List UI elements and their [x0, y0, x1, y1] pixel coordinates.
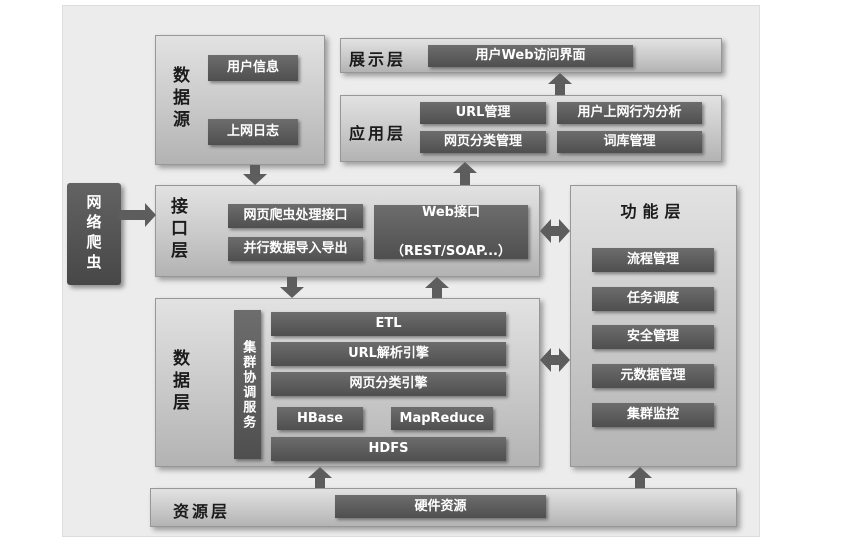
arrow-shaft — [460, 172, 470, 185]
web-api-line1: Web接口 — [421, 204, 480, 220]
user-behavior-analysis-box: 用户上网行为分析 — [557, 102, 702, 124]
page-classification-engine-box: 网页分类引擎 — [271, 372, 506, 396]
arrow-head — [243, 174, 267, 185]
url-parsing-engine-box: URL解析引擎 — [271, 342, 506, 366]
web-api-line2: （REST/SOAP...） — [391, 243, 511, 259]
hdfs-box: HDFS — [271, 437, 506, 461]
arrow-head-left — [540, 348, 551, 372]
arrow-interface-to-application — [453, 162, 477, 185]
web-crawler-label: 网络爬虫 — [84, 194, 103, 274]
interface-label: 接口层 — [167, 197, 187, 263]
arrow-head-left — [540, 219, 551, 243]
arrow-data-function-bidirectional — [540, 348, 570, 372]
data-layer-label: 数据层 — [169, 349, 189, 415]
url-management-box: URL管理 — [420, 102, 546, 124]
web-api-box: Web接口 （REST/SOAP...） — [374, 205, 528, 259]
arrow-head-right — [559, 348, 570, 372]
lexicon-management-box: 词库管理 — [557, 131, 702, 153]
process-management-box: 流程管理 — [592, 248, 714, 272]
arrow-shaft — [287, 277, 297, 288]
etl-box: ETL — [271, 312, 506, 336]
user-info-box: 用户信息 — [208, 55, 298, 81]
web-crawler-box: 网络爬虫 — [67, 183, 121, 285]
web-access-ui-box: 用户Web访问界面 — [428, 45, 633, 67]
resource-panel — [150, 488, 737, 527]
arrow-head — [425, 277, 449, 288]
function-label: 功能层 — [620, 202, 687, 221]
arrow-head — [308, 467, 332, 478]
web-api-text: Web接口 （REST/SOAP...） — [391, 203, 511, 262]
arrow-shaft — [635, 477, 645, 488]
arrow-data-to-interface — [425, 277, 449, 298]
cluster-monitoring-box: 集群监控 — [592, 403, 714, 427]
application-label: 应用层 — [349, 124, 407, 143]
arrow-shaft — [250, 165, 260, 175]
arrow-shaft — [119, 210, 146, 220]
hbase-box: HBase — [277, 407, 363, 430]
arrow-interface-to-data — [280, 277, 304, 298]
cluster-coordination-label: 集群协调服务 — [240, 339, 256, 430]
metadata-management-box: 元数据管理 — [592, 364, 714, 388]
task-scheduling-box: 任务调度 — [592, 287, 714, 311]
parallel-import-export-box: 并行数据导入导出 — [228, 237, 363, 261]
data-source-label: 数据源 — [169, 66, 189, 132]
arrow-head — [453, 162, 477, 173]
arrow-head — [145, 203, 156, 227]
arrow-resource-to-function — [628, 467, 652, 488]
resource-label: 资源层 — [173, 502, 231, 521]
web-log-box: 上网日志 — [208, 119, 298, 145]
hardware-resource-box: 硬件资源 — [335, 495, 546, 518]
arrow-interface-function-bidirectional — [540, 219, 570, 243]
arrow-shaft — [315, 477, 325, 488]
security-management-box: 安全管理 — [592, 325, 714, 349]
arrow-head — [280, 287, 304, 298]
crawler-processing-api-box: 网页爬虫处理接口 — [228, 204, 363, 228]
mapreduce-box: MapReduce — [391, 407, 493, 430]
arrow-shaft — [555, 83, 565, 95]
arrow-shaft — [432, 287, 442, 298]
arrow-application-to-presentation — [548, 73, 572, 95]
arrow-data-source-to-interface — [243, 165, 267, 185]
arrow-resource-to-data — [308, 467, 332, 488]
presentation-label: 展示层 — [349, 50, 407, 69]
arrow-head-right — [559, 219, 570, 243]
arrow-crawler-to-interface — [119, 203, 156, 227]
cluster-coordination-box: 集群协调服务 — [234, 310, 261, 459]
arrow-head — [628, 467, 652, 478]
page-classification-management-box: 网页分类管理 — [420, 131, 546, 153]
arrow-shaft — [549, 226, 561, 236]
arrow-head — [548, 73, 572, 84]
arrow-shaft — [549, 355, 561, 365]
